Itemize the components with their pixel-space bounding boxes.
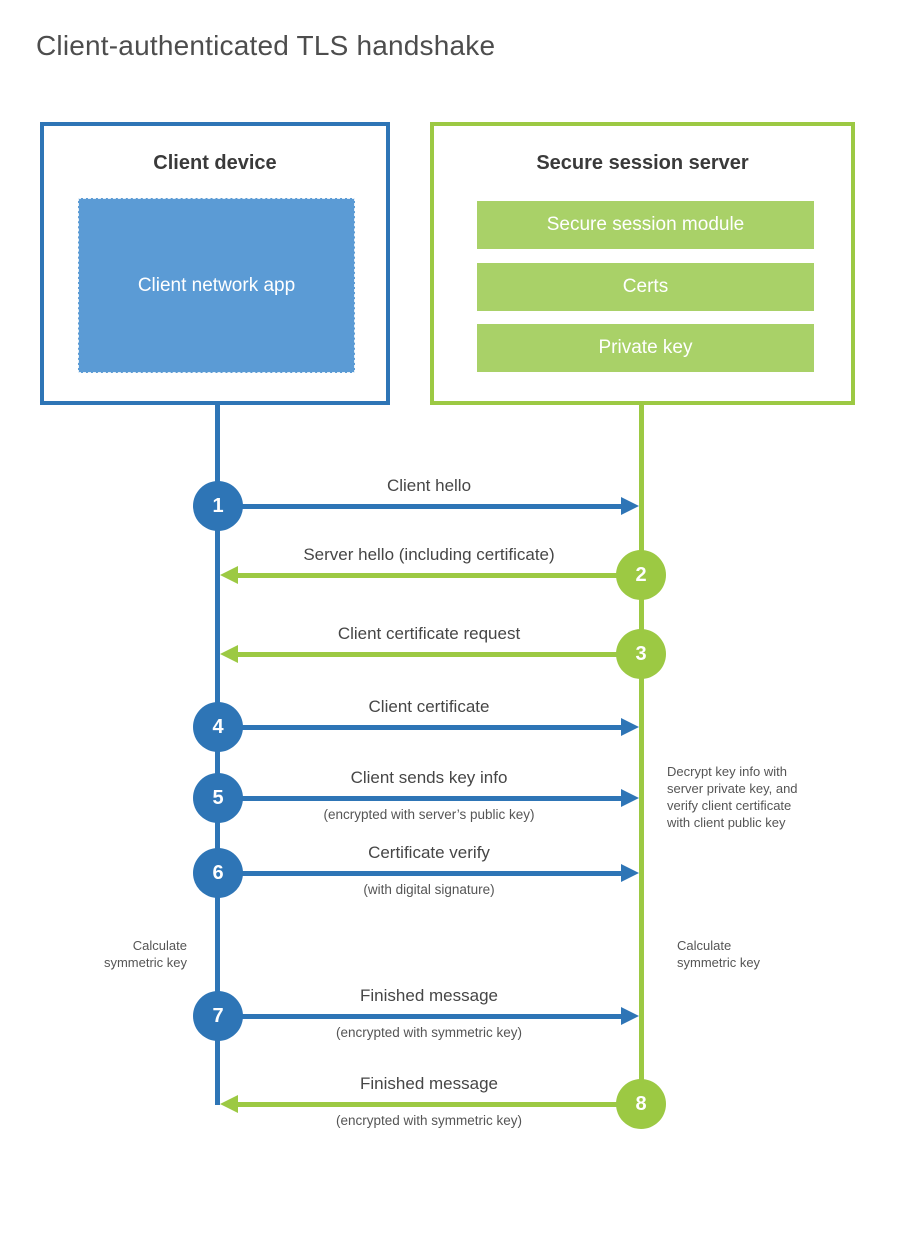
client-device-title: Client device bbox=[153, 152, 277, 174]
message-label: Server hello (including certificate) bbox=[303, 545, 555, 564]
client-calculate-symmetric-key-note: Calculate symmetric key bbox=[103, 938, 187, 970]
message-sublabel: (encrypted with symmetric key) bbox=[335, 1113, 523, 1128]
message-sublabel: (encrypted with server’s public key) bbox=[323, 807, 535, 822]
server-calculate-symmetric-key-note: Calculate symmetric key bbox=[677, 938, 761, 970]
message-label: Client sends key info bbox=[350, 768, 508, 787]
server-bar-certs: Certs bbox=[477, 263, 814, 311]
step-number: 1 bbox=[212, 494, 224, 517]
message-sublabel: (encrypted with symmetric key) bbox=[335, 1025, 523, 1040]
server-bar-label: Secure session module bbox=[546, 214, 745, 235]
arrow-left-icon bbox=[220, 1095, 238, 1113]
arrow-shaft bbox=[240, 725, 622, 730]
client-device-box: Client device Client network app bbox=[40, 122, 390, 405]
client-network-app-label: Client network app bbox=[137, 274, 296, 296]
step-number: 5 bbox=[212, 786, 224, 809]
secure-session-server-box: Secure session server Secure session mod… bbox=[430, 122, 855, 405]
step-number: 7 bbox=[212, 1004, 224, 1027]
server-bar-label: Private key bbox=[598, 337, 693, 358]
server-bar-label: Certs bbox=[622, 276, 669, 297]
page-title: Client-authenticated TLS handshake bbox=[36, 30, 496, 61]
step-number-badge: 3 bbox=[616, 629, 666, 679]
step-number: 8 bbox=[635, 1092, 647, 1115]
arrow-right-icon bbox=[621, 718, 639, 736]
step-number: 4 bbox=[212, 715, 224, 738]
arrow-shaft bbox=[240, 504, 622, 509]
step-number-badge: 8 bbox=[616, 1079, 666, 1129]
step-number-badge: 5 bbox=[193, 773, 243, 823]
arrow-right-icon bbox=[621, 864, 639, 882]
arrow-right-icon bbox=[621, 1007, 639, 1025]
arrow-shaft bbox=[238, 652, 618, 657]
message-label: Client certificate request bbox=[337, 624, 521, 643]
server-bar-private-key: Private key bbox=[477, 324, 814, 372]
step-number: 2 bbox=[635, 563, 647, 586]
server-bar-secure-session-module: Secure session module bbox=[477, 201, 814, 249]
arrow-shaft bbox=[240, 796, 622, 801]
server-lifeline bbox=[639, 405, 644, 1105]
step-number-badge: 6 bbox=[193, 848, 243, 898]
step-number-badge: 2 bbox=[616, 550, 666, 600]
arrow-right-icon bbox=[621, 497, 639, 515]
arrow-right-icon bbox=[621, 789, 639, 807]
message-sublabel: (with digital signature) bbox=[363, 882, 495, 897]
arrow-shaft bbox=[238, 573, 618, 578]
arrow-left-icon bbox=[220, 566, 238, 584]
arrow-shaft bbox=[238, 1102, 618, 1107]
step-number: 3 bbox=[635, 642, 647, 665]
message-label: Finished message bbox=[360, 1074, 498, 1093]
message-label: Certificate verify bbox=[368, 843, 490, 862]
message-label: Client certificate bbox=[368, 697, 490, 716]
secure-session-server-title: Secure session server bbox=[536, 152, 749, 174]
step-number-badge: 4 bbox=[193, 702, 243, 752]
client-lifeline bbox=[215, 405, 220, 1105]
server-decrypt-key-info-note: Decrypt key info with server private key… bbox=[667, 764, 798, 830]
arrow-shaft bbox=[240, 1014, 622, 1019]
arrow-left-icon bbox=[220, 645, 238, 663]
step-number-badge: 1 bbox=[193, 481, 243, 531]
message-label: Client hello bbox=[386, 476, 472, 495]
step-number: 6 bbox=[212, 861, 224, 884]
step-number-badge: 7 bbox=[193, 991, 243, 1041]
message-label: Finished message bbox=[360, 986, 498, 1005]
arrow-shaft bbox=[240, 871, 622, 876]
client-network-app-box: Client network app bbox=[78, 198, 355, 373]
